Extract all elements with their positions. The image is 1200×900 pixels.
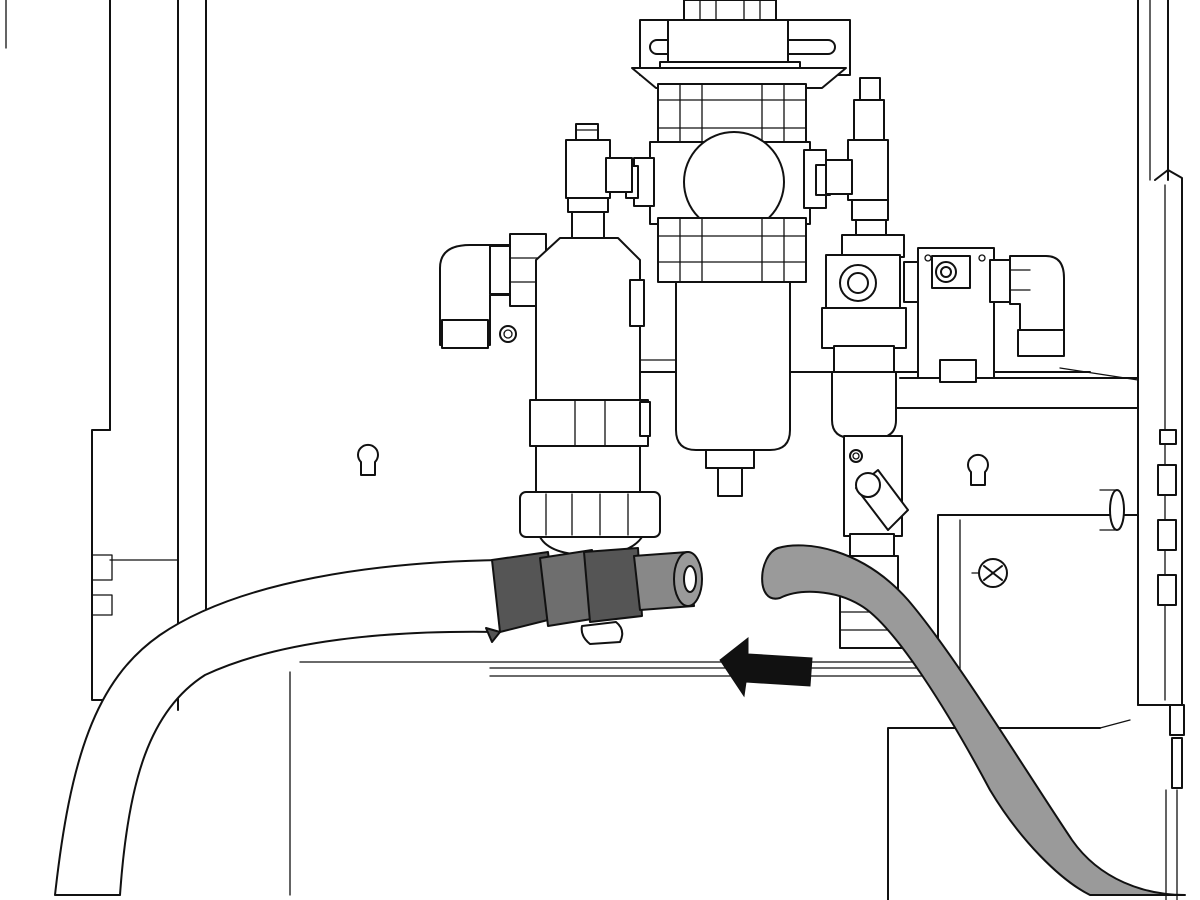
right-cabinet-frame <box>899 0 1185 900</box>
right-elbow-fitting <box>1009 255 1065 357</box>
main-hose <box>54 559 501 896</box>
keyhole-slot-right <box>967 453 989 486</box>
right-tee-fitting <box>825 77 889 239</box>
arrow-left-icon <box>719 636 813 698</box>
canister-filter <box>519 237 661 556</box>
pressure-valve <box>821 234 907 439</box>
lower-right-box <box>887 489 1139 900</box>
phillips-screw-icon <box>971 558 1008 588</box>
left-cabinet-frame <box>5 0 207 711</box>
filter-regulator <box>625 83 831 497</box>
bulkhead-fitting <box>631 0 851 89</box>
supply-hose <box>761 544 1186 896</box>
left-elbow-fitting <box>439 233 547 349</box>
keyhole-slot-left <box>357 443 379 476</box>
solenoid-valve <box>903 247 1013 383</box>
quick-connect-fitting <box>485 547 703 645</box>
left-tee-fitting <box>565 123 633 239</box>
